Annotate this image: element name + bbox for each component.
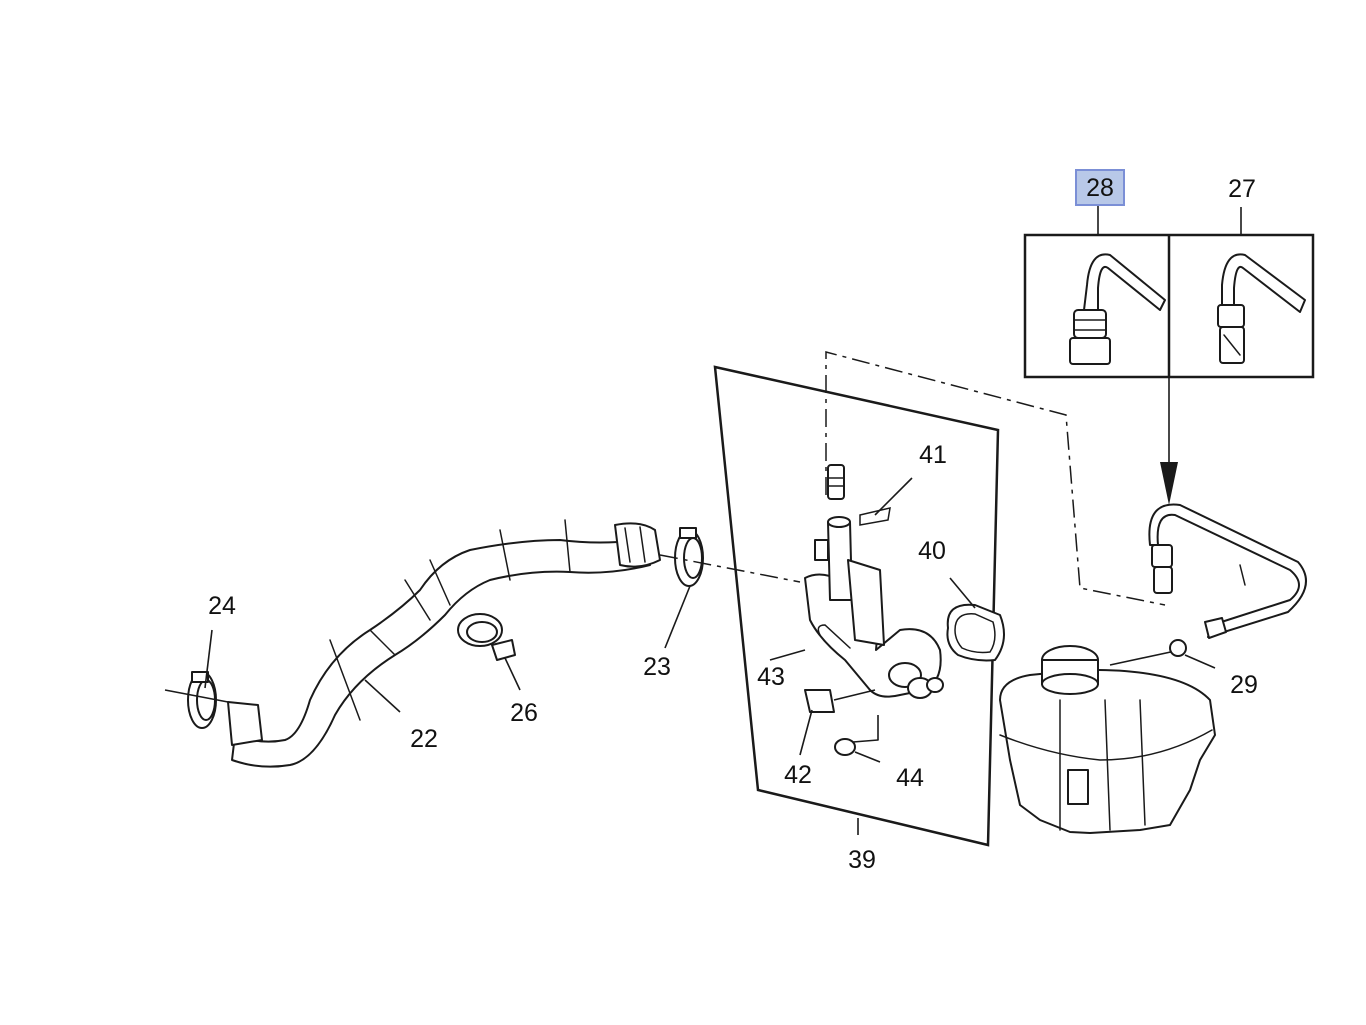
callout-41[interactable]: 41 (919, 441, 947, 469)
callout-39[interactable]: 39 (848, 846, 876, 874)
callout-43[interactable]: 43 (757, 663, 785, 691)
hose-variant-28-drawing (1069, 253, 1166, 365)
callout-28-highlight (1075, 169, 1125, 206)
overflow-hose-drawing (825, 351, 1307, 639)
clamp-24-drawing (164, 671, 229, 729)
coolant-reservoir-drawing (999, 639, 1216, 834)
callout-27[interactable]: 27 (1228, 175, 1256, 203)
hose-variant-27-drawing (1217, 253, 1306, 364)
callout-26[interactable]: 26 (510, 699, 538, 727)
callout-labels: 28 27 41 40 24 23 43 29 26 22 42 44 39 (208, 169, 1258, 874)
radiator-hose-22-drawing (227, 519, 661, 768)
variant-inset-box (1023, 233, 1315, 505)
callout-28[interactable]: 28 (1086, 174, 1114, 202)
callout-44[interactable]: 44 (896, 764, 924, 792)
clamp-26-drawing (457, 613, 516, 661)
callout-29[interactable]: 29 (1230, 671, 1258, 699)
callout-23[interactable]: 23 (643, 653, 671, 681)
clamp-23-drawing (659, 527, 801, 587)
callout-22[interactable]: 22 (410, 725, 438, 753)
leader-lines (204, 205, 1242, 835)
module-frame-39 (713, 365, 1005, 847)
callout-40[interactable]: 40 (918, 537, 946, 565)
arrow-down-icon (1160, 462, 1178, 505)
callout-24[interactable]: 24 (208, 592, 236, 620)
callout-42[interactable]: 42 (784, 761, 812, 789)
